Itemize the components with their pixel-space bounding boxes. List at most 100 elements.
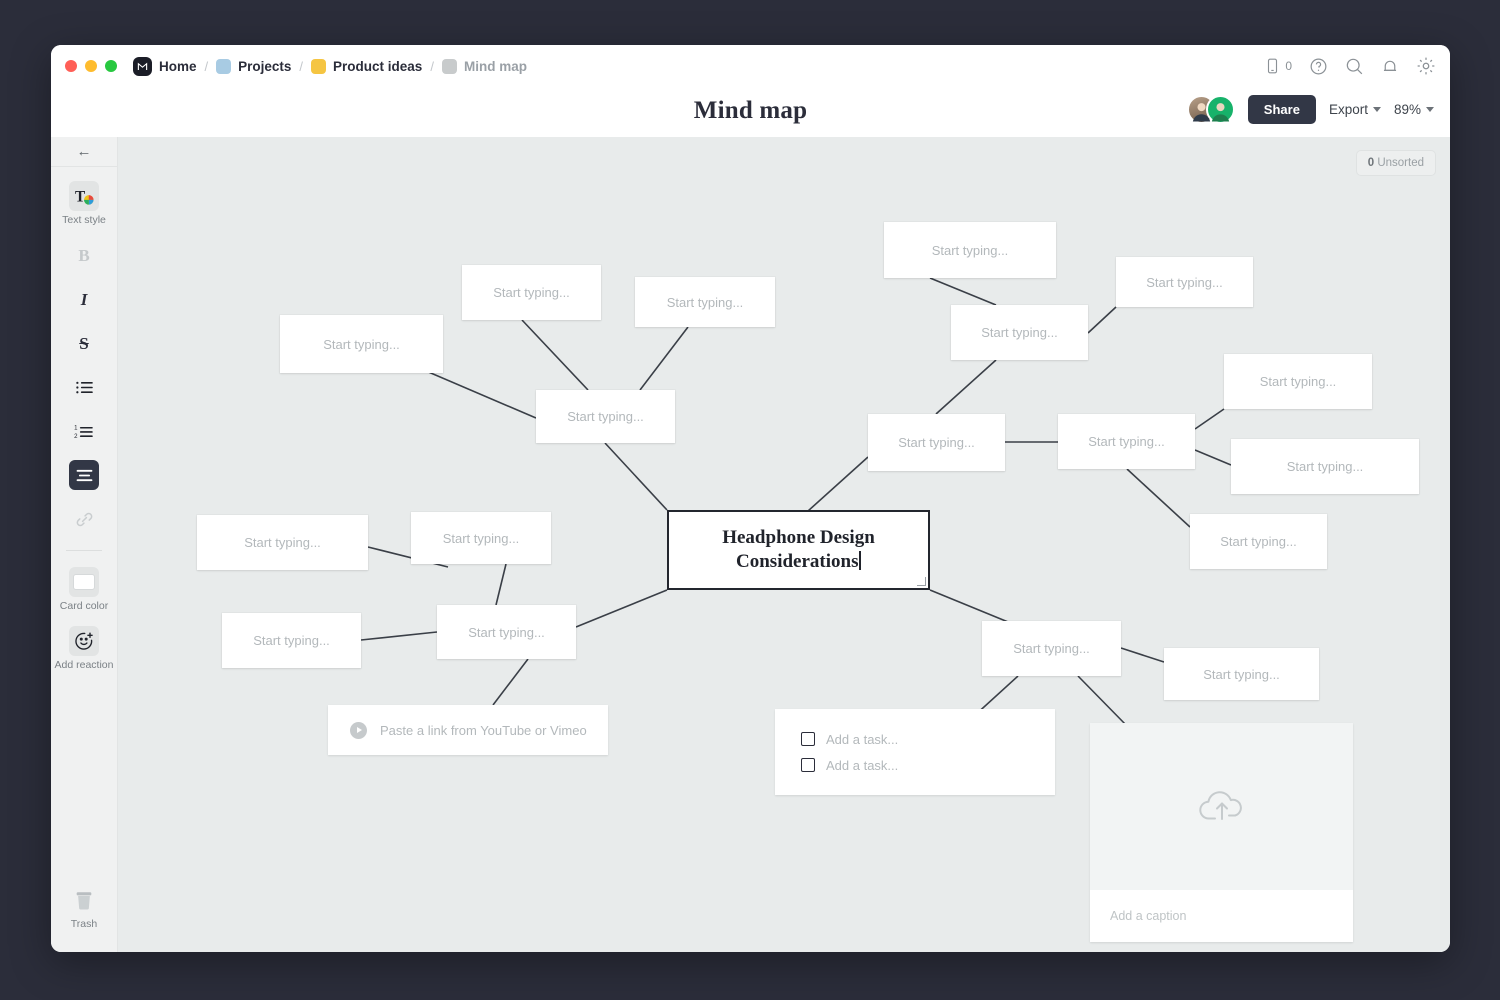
zoom-dropdown[interactable]: 89% — [1394, 102, 1434, 117]
node-placeholder: Start typing... — [442, 530, 520, 546]
connector-line — [797, 456, 869, 521]
node-placeholder: Start typing... — [666, 294, 744, 310]
sidebar-item-link[interactable] — [51, 504, 117, 534]
image-dropzone[interactable] — [1090, 723, 1353, 890]
mindmap-node[interactable]: Start typing... — [884, 222, 1056, 278]
mindmap-node[interactable]: Start typing... — [1224, 354, 1372, 409]
connector-line — [604, 442, 668, 511]
sidebar-item-numbered-list[interactable]: 1 2 — [51, 416, 117, 446]
task-placeholder: Add a task... — [826, 731, 899, 747]
breadcrumb-label-home: Home — [159, 58, 197, 74]
phone-button[interactable]: 0 — [1265, 58, 1292, 74]
breadcrumb: Home / Projects / Product ideas / Mind m… — [133, 56, 527, 76]
mindmap-node[interactable]: Start typing... — [280, 315, 443, 373]
sidebar-item-italic[interactable]: I — [51, 284, 117, 314]
mindmap-node[interactable]: Start typing... — [635, 277, 775, 327]
sidebar-item-add-reaction[interactable]: Add reaction — [51, 626, 117, 671]
mindmap-node[interactable]: Start typing... — [1231, 439, 1419, 494]
mindmap-node[interactable]: Start typing... — [868, 414, 1005, 471]
sidebar-item-trash[interactable]: Trash — [51, 885, 117, 930]
maximize-window-button[interactable] — [105, 60, 117, 72]
task-row[interactable]: Add a task... — [801, 732, 1029, 747]
task-row[interactable]: Add a task... — [801, 758, 1029, 773]
connector-line — [1194, 449, 1232, 466]
italic-icon: I — [80, 289, 88, 309]
bell-icon[interactable] — [1381, 57, 1399, 76]
video-link-card[interactable]: Paste a link from YouTube or Vimeo — [328, 705, 608, 755]
square-swatch-icon — [311, 58, 327, 74]
share-button[interactable]: Share — [1247, 95, 1316, 124]
connector-line — [1087, 306, 1117, 334]
close-window-button[interactable] — [65, 60, 77, 72]
node-placeholder: Start typing... — [567, 409, 644, 424]
sidebar-item-strikethrough[interactable]: S — [51, 328, 117, 358]
traffic-lights[interactable] — [65, 60, 117, 72]
node-placeholder: Start typing... — [1013, 641, 1090, 656]
node-placeholder: Start typing... — [1286, 459, 1364, 474]
breadcrumb-item-home[interactable]: Home — [133, 56, 197, 76]
phone-icon — [1265, 58, 1280, 74]
connector-line — [935, 359, 997, 415]
sidebar-item-bold[interactable]: B — [51, 240, 117, 270]
mindmap-node[interactable]: Start typing... — [197, 515, 368, 570]
image-caption-placeholder[interactable]: Add a caption — [1110, 909, 1187, 923]
svg-text:1: 1 — [74, 424, 78, 431]
mindmap-node[interactable]: Start typing... — [951, 305, 1088, 360]
mindmap-node[interactable]: Start typing... — [536, 390, 675, 443]
image-upload-card[interactable]: Add a caption — [1090, 723, 1353, 942]
breadcrumb-item-mind-map[interactable]: Mind map — [441, 58, 527, 74]
minimize-window-button[interactable] — [85, 60, 97, 72]
search-icon[interactable] — [1345, 57, 1364, 76]
unsorted-badge[interactable]: 0 Unsorted — [1355, 150, 1436, 176]
mindmap-node[interactable]: Start typing... — [982, 621, 1121, 676]
connector-line — [521, 319, 589, 391]
mindmap-node[interactable]: Start typing... — [1190, 514, 1327, 569]
node-placeholder: Start typing... — [323, 336, 400, 352]
mindmap-node[interactable]: Start typing... — [1116, 257, 1253, 307]
card-color-icon — [69, 567, 99, 597]
mindmap-node[interactable]: Start typing... — [222, 613, 361, 668]
sidebar-label-add-reaction: Add reaction — [54, 659, 114, 671]
breadcrumb-item-product-ideas[interactable]: Product ideas — [311, 58, 422, 74]
formatting-sidebar: ← T Text style B I — [51, 137, 118, 952]
mindmap-node[interactable]: Start typing... — [1164, 648, 1319, 700]
mindmap-node[interactable]: Start typing... — [462, 265, 601, 320]
checkbox-icon[interactable] — [801, 758, 815, 772]
task-card[interactable]: Add a task... Add a task... — [775, 709, 1055, 795]
sidebar-item-text-style[interactable]: T Text style — [51, 181, 117, 226]
export-dropdown[interactable]: Export — [1329, 102, 1381, 117]
link-icon — [69, 504, 99, 534]
node-placeholder: Start typing... — [1203, 666, 1280, 682]
mindmap-node[interactable]: Start typing... — [437, 605, 576, 659]
chevron-down-icon — [1426, 107, 1434, 112]
resize-handle[interactable] — [917, 577, 926, 586]
sidebar-item-bullet-list[interactable] — [51, 372, 117, 402]
gear-icon[interactable] — [1416, 56, 1436, 76]
mindmap-node[interactable]: Start typing... — [1058, 414, 1195, 469]
app-window: Home / Projects / Product ideas / Mind m… — [51, 45, 1450, 952]
numbered-list-icon: 1 2 — [69, 416, 99, 446]
square-swatch-icon — [441, 58, 457, 74]
connector-line — [1194, 408, 1225, 430]
help-icon[interactable] — [1309, 57, 1328, 76]
sidebar-item-align[interactable] — [51, 460, 117, 490]
trash-icon — [69, 885, 99, 915]
svg-text:2: 2 — [74, 433, 78, 439]
mindmap-node[interactable]: Start typing... — [411, 512, 551, 564]
connector-line — [929, 589, 1014, 625]
center-node[interactable]: Headphone Design Considerations — [667, 510, 930, 590]
collaborator-avatars[interactable] — [1186, 95, 1235, 124]
strikethrough-icon: S — [79, 333, 89, 353]
bullet-list-icon — [69, 372, 99, 402]
connector-line — [1077, 675, 1129, 728]
checkbox-icon[interactable] — [801, 732, 815, 746]
align-icon — [69, 460, 99, 490]
node-placeholder: Start typing... — [1259, 374, 1337, 389]
breadcrumb-item-projects[interactable]: Projects — [216, 58, 291, 74]
sidebar-item-card-color[interactable]: Card color — [51, 567, 117, 612]
phone-count: 0 — [1285, 59, 1292, 73]
avatar[interactable] — [1205, 95, 1235, 124]
sidebar-label-card-color: Card color — [59, 600, 109, 612]
mindmap-canvas[interactable]: Start typing... Start typing... Start typi… — [118, 137, 1450, 952]
sidebar-back-button[interactable]: ← — [51, 137, 117, 167]
